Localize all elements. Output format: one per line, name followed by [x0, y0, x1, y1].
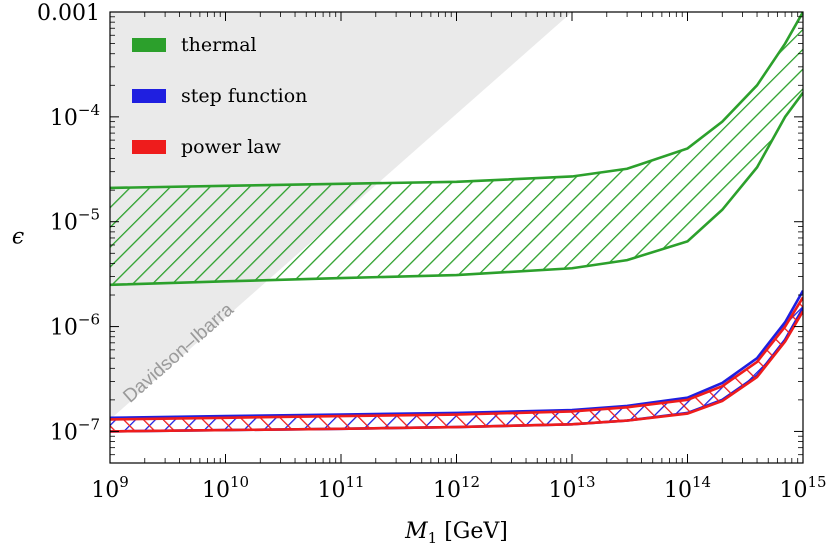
legend-label: power law — [181, 136, 282, 158]
series-layer — [110, 12, 803, 433]
y-axis-label: ϵ — [12, 225, 24, 250]
band-thermal — [110, 12, 803, 285]
labels-layer: 109 1010 1011 1012 1013 1014 1015 10−7 10−6 10−5 1… — [12, 1, 827, 547]
y-tick-label: 10−7 — [50, 415, 100, 445]
lower-thermal — [110, 91, 803, 287]
ticks-layer — [109, 11, 804, 464]
x-tick-label: 109 — [91, 473, 129, 503]
upper-power-law — [110, 296, 803, 421]
legend-swatch — [132, 89, 166, 103]
legend-swatch — [132, 38, 166, 52]
y-tick-label: 0.001 — [37, 1, 100, 26]
x-tick-label: 1011 — [317, 473, 364, 503]
lower-power-law — [110, 310, 803, 433]
x-tick-label: 1012 — [433, 473, 480, 503]
upper-step-function — [110, 290, 803, 420]
legend-label: step function — [181, 85, 307, 107]
legend-label: thermal — [181, 34, 257, 56]
y-tick-label: 10−5 — [50, 206, 100, 236]
x-tick-label: 1014 — [664, 473, 711, 503]
x-axis-label: M1 [GeV] — [404, 519, 508, 547]
x-tick-label: 1015 — [779, 473, 826, 503]
y-tick-label: 10−6 — [50, 311, 100, 341]
x-tick-label: 1013 — [548, 473, 595, 503]
x-tick-label: 1010 — [202, 473, 249, 503]
y-tick-label: 10−4 — [50, 101, 100, 131]
legend-swatch — [132, 140, 166, 154]
upper-thermal — [110, 12, 803, 190]
legend: thermal step function power law — [132, 34, 307, 158]
